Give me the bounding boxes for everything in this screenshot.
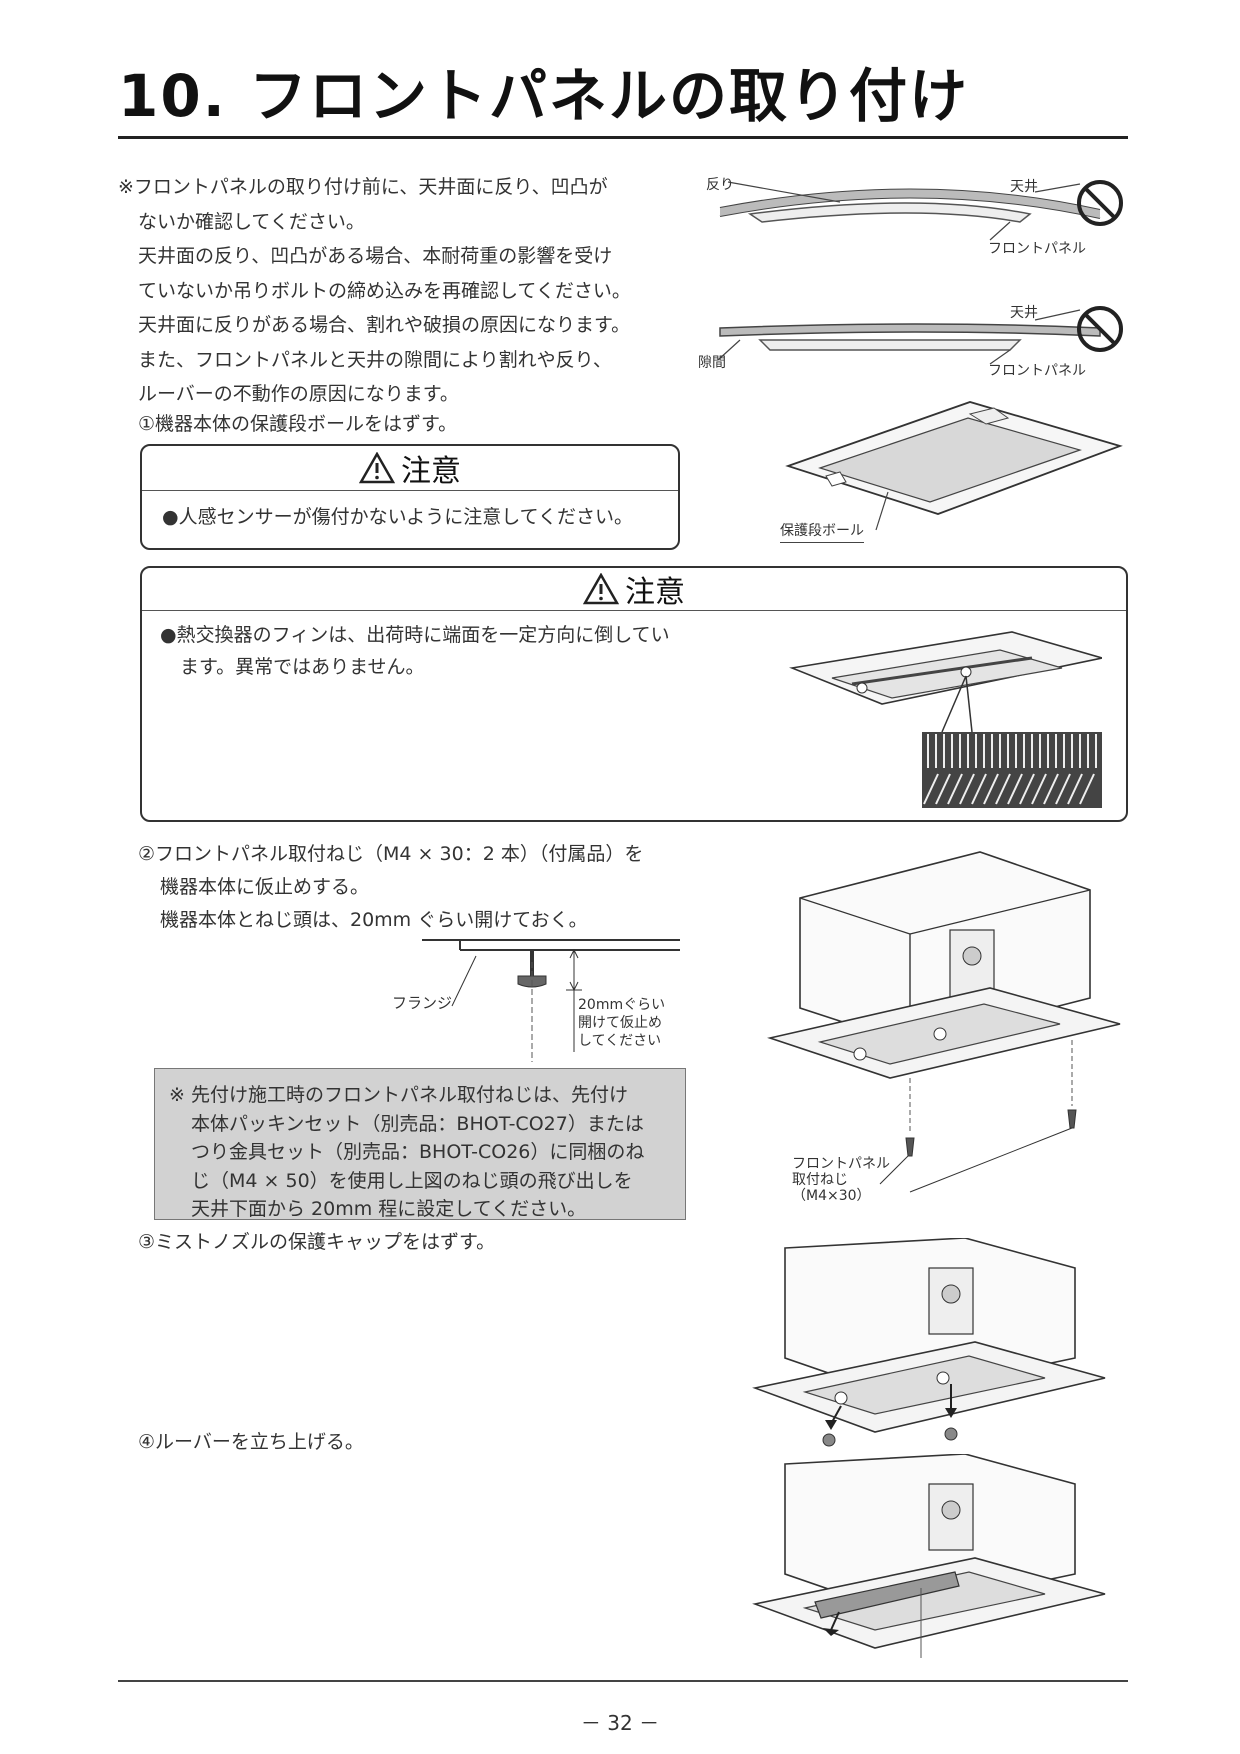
- step2-line: ②フロントパネル取付ねじ（M4 × 30：2 本）（付属品）を: [138, 843, 644, 865]
- caution-heading: 注意: [142, 446, 678, 491]
- gap-callout-line: 20mmぐらい: [578, 997, 666, 1013]
- step3-text: ③ミストノズルの保護キャップをはずす。: [138, 1231, 496, 1253]
- screw-figure: フロントパネル 取付ねじ （M4×30）: [760, 838, 1130, 1218]
- cardboard-label: 保護段ボール: [780, 520, 864, 543]
- step4-text: ④ルーバーを立ち上げる。: [138, 1431, 364, 1453]
- unit-screw-illustration: [767, 851, 1121, 1193]
- panel-label: フロントパネル: [988, 241, 1086, 257]
- prohibited-icon: [1077, 306, 1123, 352]
- gap-diagram: 隙間 天井 フロントパネル: [690, 298, 1130, 388]
- title-rule: [118, 136, 1128, 139]
- gap-label: 隙間: [698, 355, 726, 371]
- step2-line: 機器本体に仮止めする。: [160, 876, 370, 898]
- cardboard-figure: 保護段ボール: [780, 396, 1125, 546]
- screw-callout-line: （M4×30）: [792, 1188, 871, 1204]
- warning-icon: [359, 452, 395, 484]
- caution-heading: 注意: [142, 568, 1126, 611]
- step1-text: ①機器本体の保護段ボールをはずす。: [138, 413, 458, 435]
- caution-heading-text: 注意: [401, 454, 461, 489]
- note-line: ※ 先付け施工時のフロントパネル取付ねじは、先付け: [169, 1084, 628, 1106]
- step2-line: 機器本体とねじ頭は、20mm ぐらい開けておく。: [160, 909, 588, 931]
- intro-line: ていないか吊りボルトの締め込みを再確認してください。: [138, 279, 631, 302]
- caution-box-fins: 注意 ●熱交換器のフィンは、出荷時に端面を一定方向に倒してい ます。異常ではあり…: [140, 566, 1128, 822]
- gap-callout-line: 開けて仮止め: [578, 1015, 662, 1031]
- screw-callout-line: フロントパネル: [792, 1156, 890, 1172]
- footer-rule: [118, 1680, 1128, 1682]
- gap-callout: 20mmぐらい 開けて仮止め してください: [578, 996, 665, 1050]
- panel-label: フロントパネル: [988, 363, 1086, 379]
- page-number: － 32 －: [580, 1711, 660, 1735]
- note-line: 天井下面から 20mm 程に設定してください。: [191, 1198, 587, 1220]
- warp-label: 反り: [706, 177, 734, 193]
- screw-callout-line: 取付ねじ: [792, 1172, 848, 1188]
- intro-line: また、フロントパネルと天井の隙間により割れや反り、: [138, 348, 612, 371]
- caution-text: ●人感センサーが傷付かないように注意してください。: [162, 506, 634, 528]
- warp-illustration: [719, 181, 1101, 241]
- intro-line: ルーバーの不動作の原因になります。: [138, 383, 459, 405]
- note-line: 本体パッキンセット（別売品：BHOT-CO27）または: [191, 1112, 644, 1135]
- intro-line: ないか確認してください。: [138, 210, 365, 233]
- ceiling-label: 天井: [1010, 179, 1038, 195]
- screw-callout: フロントパネル 取付ねじ （M4×30）: [792, 1156, 890, 1204]
- cap-removal-illustration: [752, 1238, 1106, 1447]
- intro-line: 天井面の反り、凹凸がある場合、本耐荷重の影響を受け: [138, 245, 613, 267]
- pre-install-note: ※ 先付け施工時のフロントパネル取付ねじは、先付け 本体パッキンセット（別売品：…: [154, 1068, 686, 1220]
- caution-line: ●熱交換器のフィンは、出荷時に端面を一定方向に倒してい: [160, 624, 670, 646]
- warning-icon: [583, 573, 619, 605]
- warp-diagram: 反り 天井 フロントパネル: [690, 170, 1130, 270]
- prohibited-icon: [1077, 180, 1123, 226]
- caution-line: ます。異常ではありません。: [180, 656, 425, 678]
- ceiling-label: 天井: [1010, 305, 1038, 321]
- page-title: 10. フロントパネルの取り付け: [118, 62, 969, 130]
- note-line: じ（M4 × 50）を使用し上図のねじ頭の飛び出しを: [191, 1169, 633, 1192]
- flange-label: フランジ: [392, 994, 453, 1012]
- flange-illustration: [422, 939, 680, 1062]
- step2-text: ②フロントパネル取付ねじ（M4 × 30：2 本）（付属品）を 機器本体に仮止め…: [138, 838, 643, 937]
- gap-illustration: [717, 309, 1101, 365]
- intro-line: 天井面に反りがある場合、割れや破損の原因になります。: [138, 314, 631, 336]
- flange-detail: フランジ 20mmぐらい 開けて仮止め してください: [380, 932, 680, 1062]
- louver-illustration: [752, 1454, 1106, 1658]
- intro-note: ※フロントパネルの取り付け前に、天井面に反り、凹凸が ないか確認してください。 …: [118, 170, 631, 412]
- gap-callout-line: してください: [578, 1033, 662, 1049]
- caution-heading-text: 注意: [625, 575, 685, 610]
- intro-line: ※フロントパネルの取り付け前に、天井面に反り、凹凸が: [118, 176, 608, 198]
- caution-box-sensor: 注意 ●人感センサーが傷付かないように注意してください。: [140, 444, 680, 550]
- note-line: つり金具セット（別売品：BHOT-CO26）に同梱のね: [191, 1141, 645, 1163]
- cardboard-illustration: [785, 401, 1123, 531]
- fin-illustration: [789, 631, 1102, 808]
